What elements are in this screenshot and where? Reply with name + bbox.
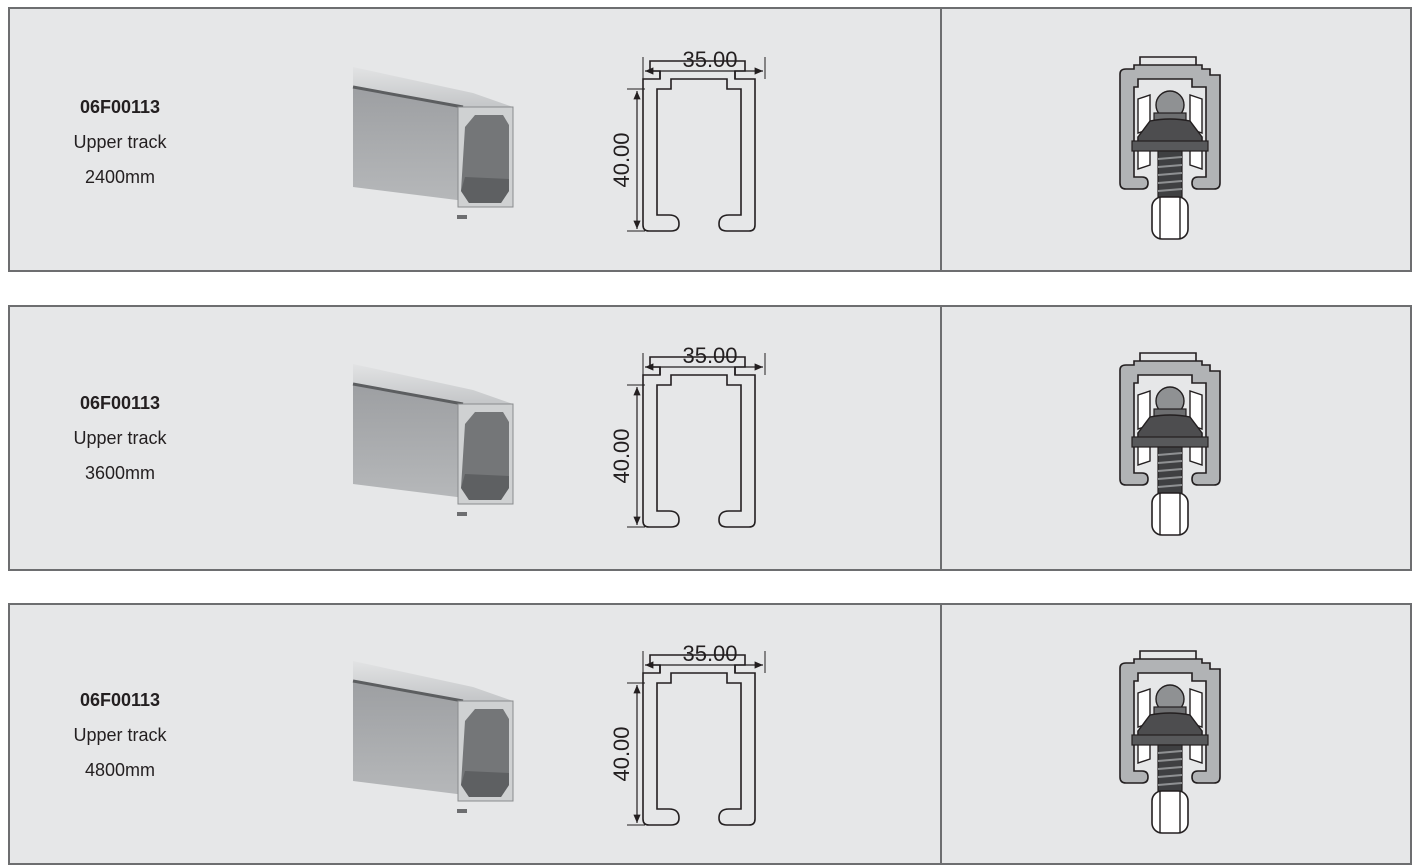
extrusion-image bbox=[351, 362, 515, 518]
product-length: 2400mm bbox=[84, 167, 156, 187]
profile-dimension-drawing: 35.00 40.00 bbox=[609, 343, 766, 528]
profile-dimension-drawing: 35.00 40.00 bbox=[609, 641, 766, 826]
extrusion-image bbox=[351, 65, 515, 221]
extrusion-image bbox=[351, 659, 515, 815]
product-info: 06F00113 Upper track 4800mm bbox=[30, 690, 210, 795]
width-dimension-label: 35.00 bbox=[682, 343, 737, 368]
product-name: Upper track bbox=[73, 725, 167, 745]
product-length: 3600mm bbox=[84, 463, 156, 483]
product-length: 4800mm bbox=[84, 760, 156, 780]
card-divider bbox=[940, 9, 942, 270]
assembly-section-drawing bbox=[1119, 650, 1221, 834]
width-dimension-label: 35.00 bbox=[682, 641, 737, 666]
product-code: 06F00113 bbox=[79, 393, 161, 413]
product-code: 06F00113 bbox=[79, 97, 161, 117]
product-info: 06F00113 Upper track 2400mm bbox=[30, 97, 210, 202]
width-dimension-label: 35.00 bbox=[682, 47, 737, 72]
product-card: 06F00113 Upper track 2400mm 35.00 40.00 bbox=[8, 7, 1412, 272]
product-code: 06F00113 bbox=[79, 690, 161, 710]
product-card: 06F00113 Upper track 3600mm 35.00 40.00 bbox=[8, 305, 1412, 571]
height-dimension-label: 40.00 bbox=[609, 132, 634, 187]
product-card: 06F00113 Upper track 4800mm 35.00 40.00 bbox=[8, 603, 1412, 865]
card-divider bbox=[940, 307, 942, 569]
profile-dimension-drawing: 35.00 40.00 bbox=[609, 47, 766, 232]
height-dimension-label: 40.00 bbox=[609, 428, 634, 483]
assembly-section-drawing bbox=[1119, 56, 1221, 240]
card-divider bbox=[940, 605, 942, 863]
assembly-section-drawing bbox=[1119, 352, 1221, 536]
product-name: Upper track bbox=[73, 132, 167, 152]
height-dimension-label: 40.00 bbox=[609, 726, 634, 781]
product-name: Upper track bbox=[73, 428, 167, 448]
product-info: 06F00113 Upper track 3600mm bbox=[30, 393, 210, 498]
